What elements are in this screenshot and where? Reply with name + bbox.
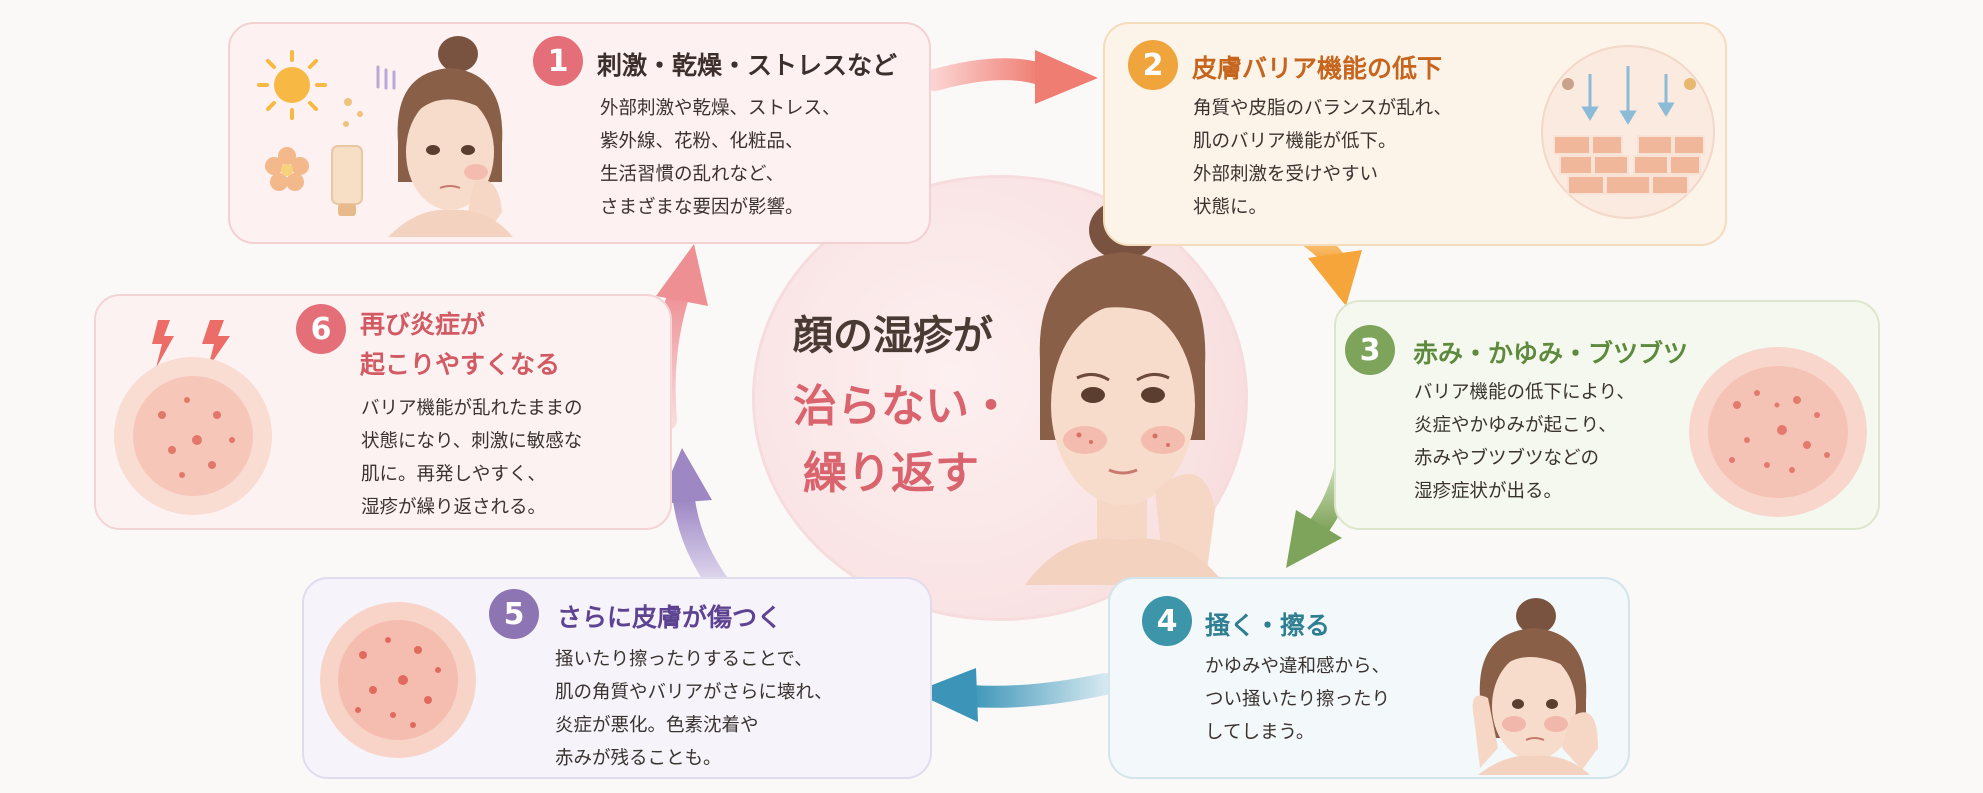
lightning-icon — [152, 320, 230, 368]
step-1-body: 外部刺激や乾燥、ストレス、 紫外線、花粉、化粧品、 生活習慣の乱れなど、 さまざ… — [600, 92, 841, 224]
step-3-title: 赤み・かゆみ・ブツブツ — [1413, 339, 1689, 368]
step-5-line: 炎症が悪化。色素沈着や — [555, 715, 759, 736]
cream-tube-icon — [331, 145, 363, 216]
step-5-line: 肌の角質やバリアがさらに壊れ、 — [555, 682, 833, 703]
step-3-line: 炎症やかゆみが起こり、 — [1414, 415, 1617, 436]
step-6-body: バリア機能が乱れたままの 状態になり、刺激に敏感な 肌に。再発しやすく、 湿疹が… — [361, 392, 582, 524]
step-4-line: つい掻いたり擦ったり — [1205, 689, 1391, 710]
step-4-title: 掻く・擦る — [1205, 611, 1331, 640]
step-3-body: バリア機能の低下により、 炎症やかゆみが起こり、 赤みやブツブツなどの 湿疹症状… — [1414, 376, 1635, 508]
step-4-line: かゆみや違和感から、 — [1205, 656, 1391, 677]
step-1-line: 外部刺激や乾燥、ストレス、 — [600, 98, 841, 119]
flower-icon — [265, 147, 309, 191]
step-4-line: してしまう。 — [1205, 722, 1315, 743]
step-1-line: 生活習慣の乱れなど、 — [600, 164, 785, 185]
step-3-line: 赤みやブツブツなどの — [1414, 448, 1600, 469]
step-6-title-line1: 再び炎症が — [360, 310, 486, 339]
step-5-title: さらに皮膚が傷つく — [557, 603, 783, 632]
step-6-line: バリア機能が乱れたままの — [361, 398, 583, 419]
center-title-line1: 顔の湿疹が — [793, 313, 993, 359]
step-2-title: 皮膚バリア機能の低下 — [1192, 54, 1443, 83]
arrow-4-to-5 — [914, 668, 1116, 722]
skin-barrier-icon — [1541, 45, 1715, 219]
step-6-line: 状態になり、刺激に敏感な — [361, 431, 583, 452]
step-3-badge: 3 — [1345, 325, 1395, 375]
step-1-line: 紫外線、花粉、化粧品、 — [600, 131, 804, 152]
step-6-title-line2: 起こりやすくなる — [360, 350, 561, 379]
step-6-badge: 6 — [296, 304, 346, 354]
woman-center-icon — [1025, 200, 1225, 585]
step-5-badge: 5 — [489, 589, 539, 639]
arrow-1-to-2 — [924, 50, 1098, 104]
step-2-line: 外部刺激を受けやすい — [1193, 164, 1379, 185]
step-6-line: 肌に。再発しやすく、 — [361, 464, 546, 485]
sun-icon — [257, 50, 327, 120]
step-5-line: 赤みが残ることも。 — [555, 748, 722, 769]
step-5-line: 掻いたり擦ったりすることで、 — [555, 649, 813, 670]
step-6-line: 湿疹が繰り返される。 — [361, 497, 547, 518]
pollen-icon — [343, 65, 396, 127]
step-3-line: 湿疹症状が出る。 — [1414, 481, 1563, 502]
center-title-line3: 繰り返す — [803, 448, 979, 499]
center-title-line2: 治らない・ — [793, 381, 1013, 432]
step-1-line: さまざまな要因が影響。 — [600, 197, 804, 218]
step-2-body: 角質や皮脂のバランスが乱れ、 肌のバリア機能が低下。 外部刺激を受けやすい 状態… — [1193, 92, 1452, 224]
woman-worried-icon — [388, 36, 513, 237]
step-2-line: 肌のバリア機能が低下。 — [1193, 131, 1397, 152]
step-3-line: バリア機能の低下により、 — [1414, 382, 1635, 403]
step-5-body: 掻いたり擦ったりすることで、 肌の角質やバリアがさらに壊れ、 炎症が悪化。色素沈… — [555, 643, 833, 775]
step-1-badge: 1 — [533, 36, 583, 86]
rash-skin-icon — [320, 602, 476, 758]
step-2-line: 状態に。 — [1193, 197, 1268, 218]
step-2-line: 角質や皮脂のバランスが乱れ、 — [1193, 98, 1452, 119]
rash-skin-icon — [114, 357, 272, 515]
step-2-badge: 2 — [1128, 40, 1178, 90]
woman-scratching-icon — [1472, 598, 1598, 775]
step-4-body: かゆみや違和感から、 つい掻いたり擦ったり してしまう。 — [1205, 650, 1390, 749]
rash-skin-icon — [1689, 347, 1867, 517]
step-4-badge: 4 — [1142, 596, 1192, 646]
step-1-title: 刺激・乾燥・ストレスなど — [597, 51, 898, 80]
